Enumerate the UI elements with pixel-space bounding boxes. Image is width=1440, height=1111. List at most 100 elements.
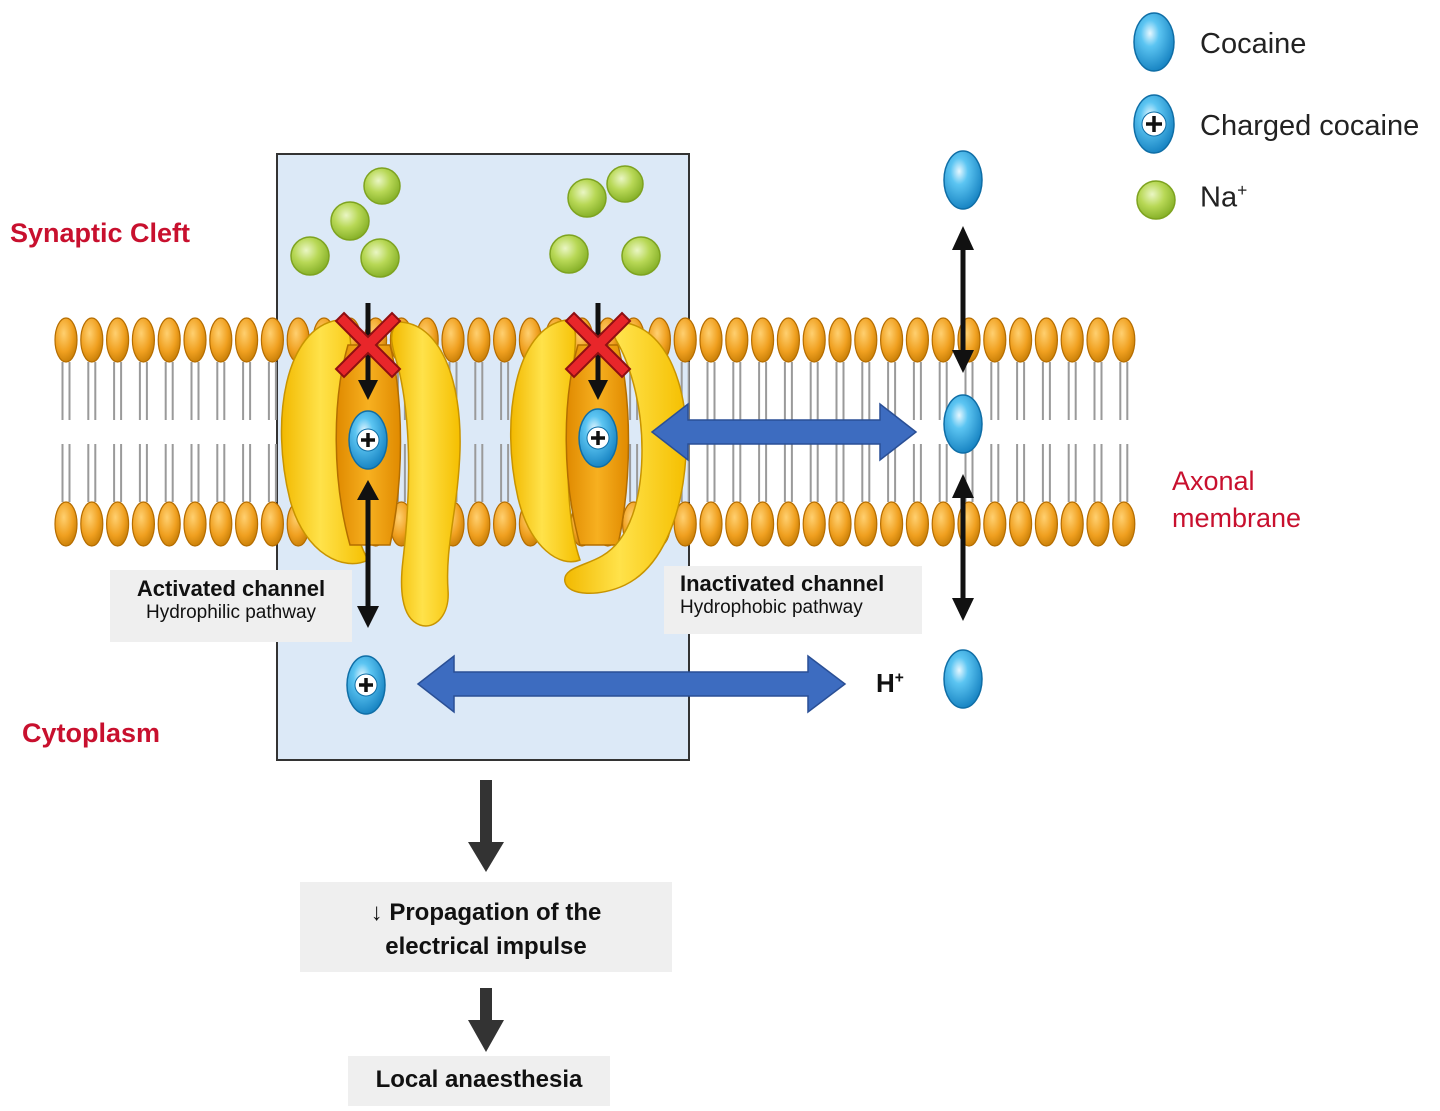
- lipid-tail: [758, 444, 768, 502]
- lipid-head: [828, 501, 852, 547]
- lipid-head: [905, 501, 930, 547]
- cocaine-legend-icon: [1133, 12, 1175, 72]
- lipid-head: [699, 501, 723, 547]
- sodium-symbol: Na: [1200, 181, 1238, 214]
- charged-cocaine-molecule: [348, 410, 388, 470]
- lipid-head: [260, 501, 284, 547]
- lipid-tail: [990, 444, 1000, 502]
- cytoplasm-label: Cytoplasm: [22, 718, 161, 748]
- propagation-box: ↓ Propagation of the electrical impulse: [300, 882, 672, 972]
- lipid-head: [493, 317, 517, 363]
- lipid-head: [209, 317, 233, 363]
- lipid-head: [983, 501, 1007, 547]
- lipid-head: [776, 501, 801, 547]
- lipid-head: [80, 501, 104, 547]
- lipid-tail: [216, 444, 226, 502]
- channel-right-subunit: [390, 321, 461, 627]
- sodium-ion: [360, 238, 400, 278]
- lipid-tail: [706, 444, 716, 502]
- lipid-tail: [758, 362, 768, 420]
- lipid-head: [1060, 317, 1084, 363]
- lipid-tail: [474, 444, 484, 502]
- inactivated-channel-title: Inactivated channel: [680, 571, 885, 596]
- lipid-tail: [500, 444, 510, 502]
- lipid-head: [750, 501, 775, 547]
- flow-arrow-2: [468, 988, 504, 1052]
- lipid-tail: [61, 444, 71, 502]
- lipid-head: [1086, 501, 1110, 547]
- lipid-head: [1060, 501, 1084, 547]
- lipid-tail: [912, 444, 922, 502]
- cocaine-molecule: [943, 649, 983, 709]
- lipid-head: [931, 317, 955, 363]
- lipid-head: [260, 317, 284, 363]
- lipid-head: [1008, 317, 1033, 363]
- charged-cocaine-molecule: [578, 408, 618, 468]
- propagation-text-line2: electrical impulse: [385, 933, 587, 960]
- lipid-tail: [242, 362, 252, 420]
- lipid-tail: [500, 362, 510, 420]
- lipid-head: [1034, 501, 1059, 547]
- lipid-tail: [164, 444, 174, 502]
- lipid-tail: [1067, 444, 1077, 502]
- lipid-tail: [1093, 362, 1103, 420]
- charged-cocaine-legend-icon: [1133, 94, 1175, 154]
- lipid-head: [802, 317, 826, 363]
- lipid-head: [235, 317, 259, 363]
- legend-sodium-label: Na+: [1200, 180, 1247, 215]
- lipid-tail: [629, 444, 639, 502]
- lipid-head: [776, 317, 801, 363]
- inactivated-channel-subtitle: Hydrophobic pathway: [680, 597, 863, 618]
- lipid-head: [854, 501, 878, 547]
- lipid-tail: [1067, 362, 1077, 420]
- activated-sodium-channel: [280, 319, 461, 627]
- lipid-head: [828, 317, 852, 363]
- legend-cocaine-label: Cocaine: [1200, 28, 1307, 60]
- lipid-head: [209, 501, 233, 547]
- lipid-tail: [732, 362, 742, 420]
- lipid-head: [54, 501, 78, 547]
- proton-charge: +: [894, 669, 904, 687]
- lipid-head: [854, 317, 878, 363]
- lipid-head: [699, 317, 723, 363]
- lipid-tail: [1119, 444, 1129, 502]
- lipid-head: [1086, 317, 1110, 363]
- block-crosses: [334, 311, 632, 379]
- lipid-head: [467, 501, 491, 547]
- lipid-tail: [267, 444, 277, 502]
- lipid-head: [1112, 317, 1136, 363]
- lipid-head: [879, 317, 904, 363]
- lipid-tail: [809, 444, 819, 502]
- protonation-arrow: [416, 654, 847, 714]
- lipid-head: [673, 317, 697, 363]
- propagation-text-line1: Propagation of the: [389, 899, 602, 926]
- inactivated-channel-caption: Inactivated channel Hydrophobic pathway: [664, 566, 922, 634]
- sodium-charge: +: [1237, 180, 1248, 200]
- flow-arrow-1: [468, 780, 504, 872]
- lipid-head: [493, 501, 517, 547]
- lipid-head: [879, 501, 904, 547]
- cocaine-molecules: [943, 150, 983, 709]
- lipid-tail: [783, 362, 793, 420]
- cocaine-molecule: [943, 150, 983, 210]
- lipid-head: [54, 317, 78, 363]
- sodium-ion: [606, 165, 644, 203]
- propagation-line1: ↓ Propagation of the: [300, 896, 672, 930]
- charged-cocaine-molecules: [346, 408, 618, 715]
- lipid-head: [750, 317, 775, 363]
- lipid-tail: [190, 362, 200, 420]
- lipid-tail: [190, 444, 200, 502]
- sodium-ion: [330, 201, 370, 241]
- lipid-head: [157, 501, 181, 547]
- charged-cocaine-molecule: [346, 655, 386, 715]
- lipid-tail: [861, 362, 871, 420]
- axonal-membrane-label: Axonal membrane: [1172, 463, 1301, 537]
- lipid-tail: [113, 444, 123, 502]
- lipid-tail: [835, 444, 845, 502]
- inactivated-sodium-channel: [509, 319, 688, 595]
- cocaine-molecule: [943, 394, 983, 454]
- lipid-tail: [706, 362, 716, 420]
- lipid-head: [802, 501, 826, 547]
- hydrophobic-pathway-arrow: [650, 402, 918, 462]
- lipid-head: [931, 501, 955, 547]
